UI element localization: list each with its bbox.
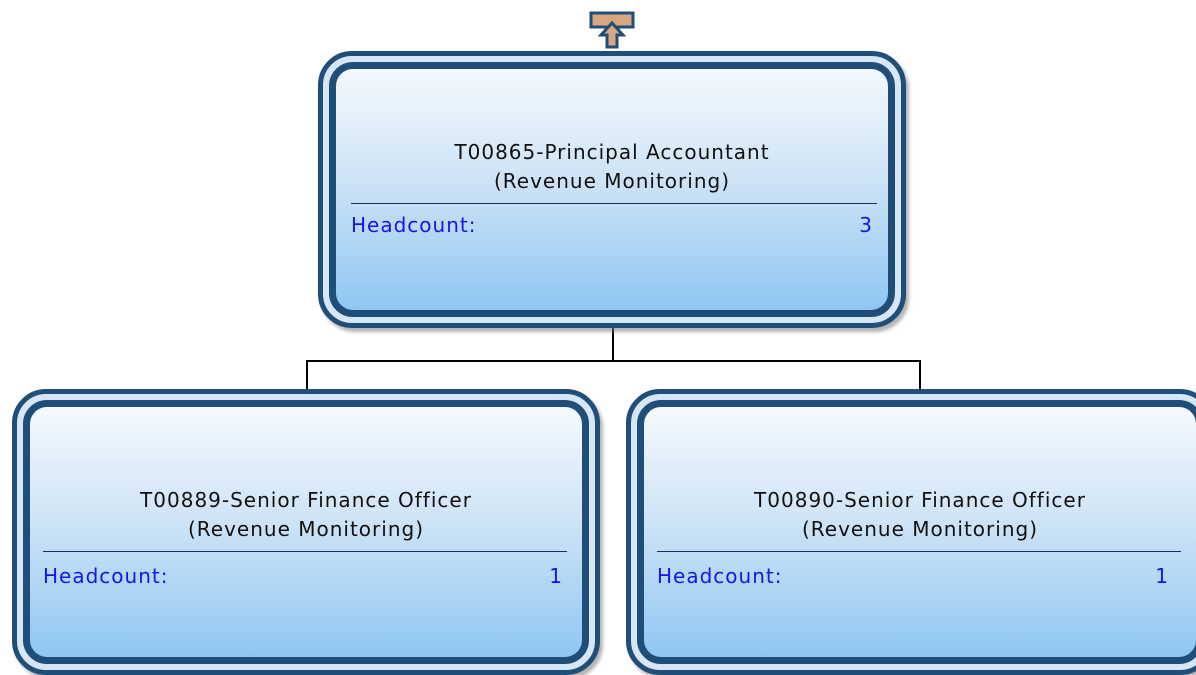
org-node-child-1[interactable]: T00889-Senior Finance Officer (Revenue M… [12, 389, 600, 675]
node-title: T00890-Senior Finance Officer (Revenue M… [631, 486, 1196, 544]
connector-horizontal [306, 360, 921, 362]
org-node-child-2[interactable]: T00890-Senior Finance Officer (Revenue M… [626, 389, 1196, 675]
org-node-inner [329, 62, 895, 317]
node-divider [43, 551, 567, 552]
connector-root-down [612, 326, 614, 362]
node-title-line2: (Revenue Monitoring) [493, 169, 730, 193]
org-node-root[interactable]: T00865-Principal Accountant (Revenue Mon… [318, 51, 906, 328]
org-node-inner [637, 400, 1196, 664]
org-node-inner [23, 400, 589, 664]
node-title-line1: T00865-Principal Accountant [454, 140, 770, 164]
node-divider [351, 203, 877, 204]
connector-child-1 [306, 360, 308, 392]
headcount-label: Headcount: [657, 564, 783, 588]
arrow-up-icon [589, 11, 635, 49]
connector-child-2 [919, 360, 921, 398]
navigate-up-button[interactable] [589, 11, 635, 49]
headcount-value: 1 [549, 564, 563, 588]
node-divider [657, 551, 1181, 552]
node-title-line2: (Revenue Monitoring) [187, 517, 424, 541]
node-title-line1: T00890-Senior Finance Officer [754, 488, 1086, 512]
headcount-label: Headcount: [43, 564, 169, 588]
node-title: T00865-Principal Accountant (Revenue Mon… [323, 138, 901, 196]
node-title-line1: T00889-Senior Finance Officer [140, 488, 472, 512]
node-title: T00889-Senior Finance Officer (Revenue M… [17, 486, 595, 544]
headcount-label: Headcount: [351, 213, 477, 237]
node-title-line2: (Revenue Monitoring) [801, 517, 1038, 541]
headcount-value: 1 [1155, 564, 1169, 588]
headcount-value: 3 [859, 213, 873, 237]
